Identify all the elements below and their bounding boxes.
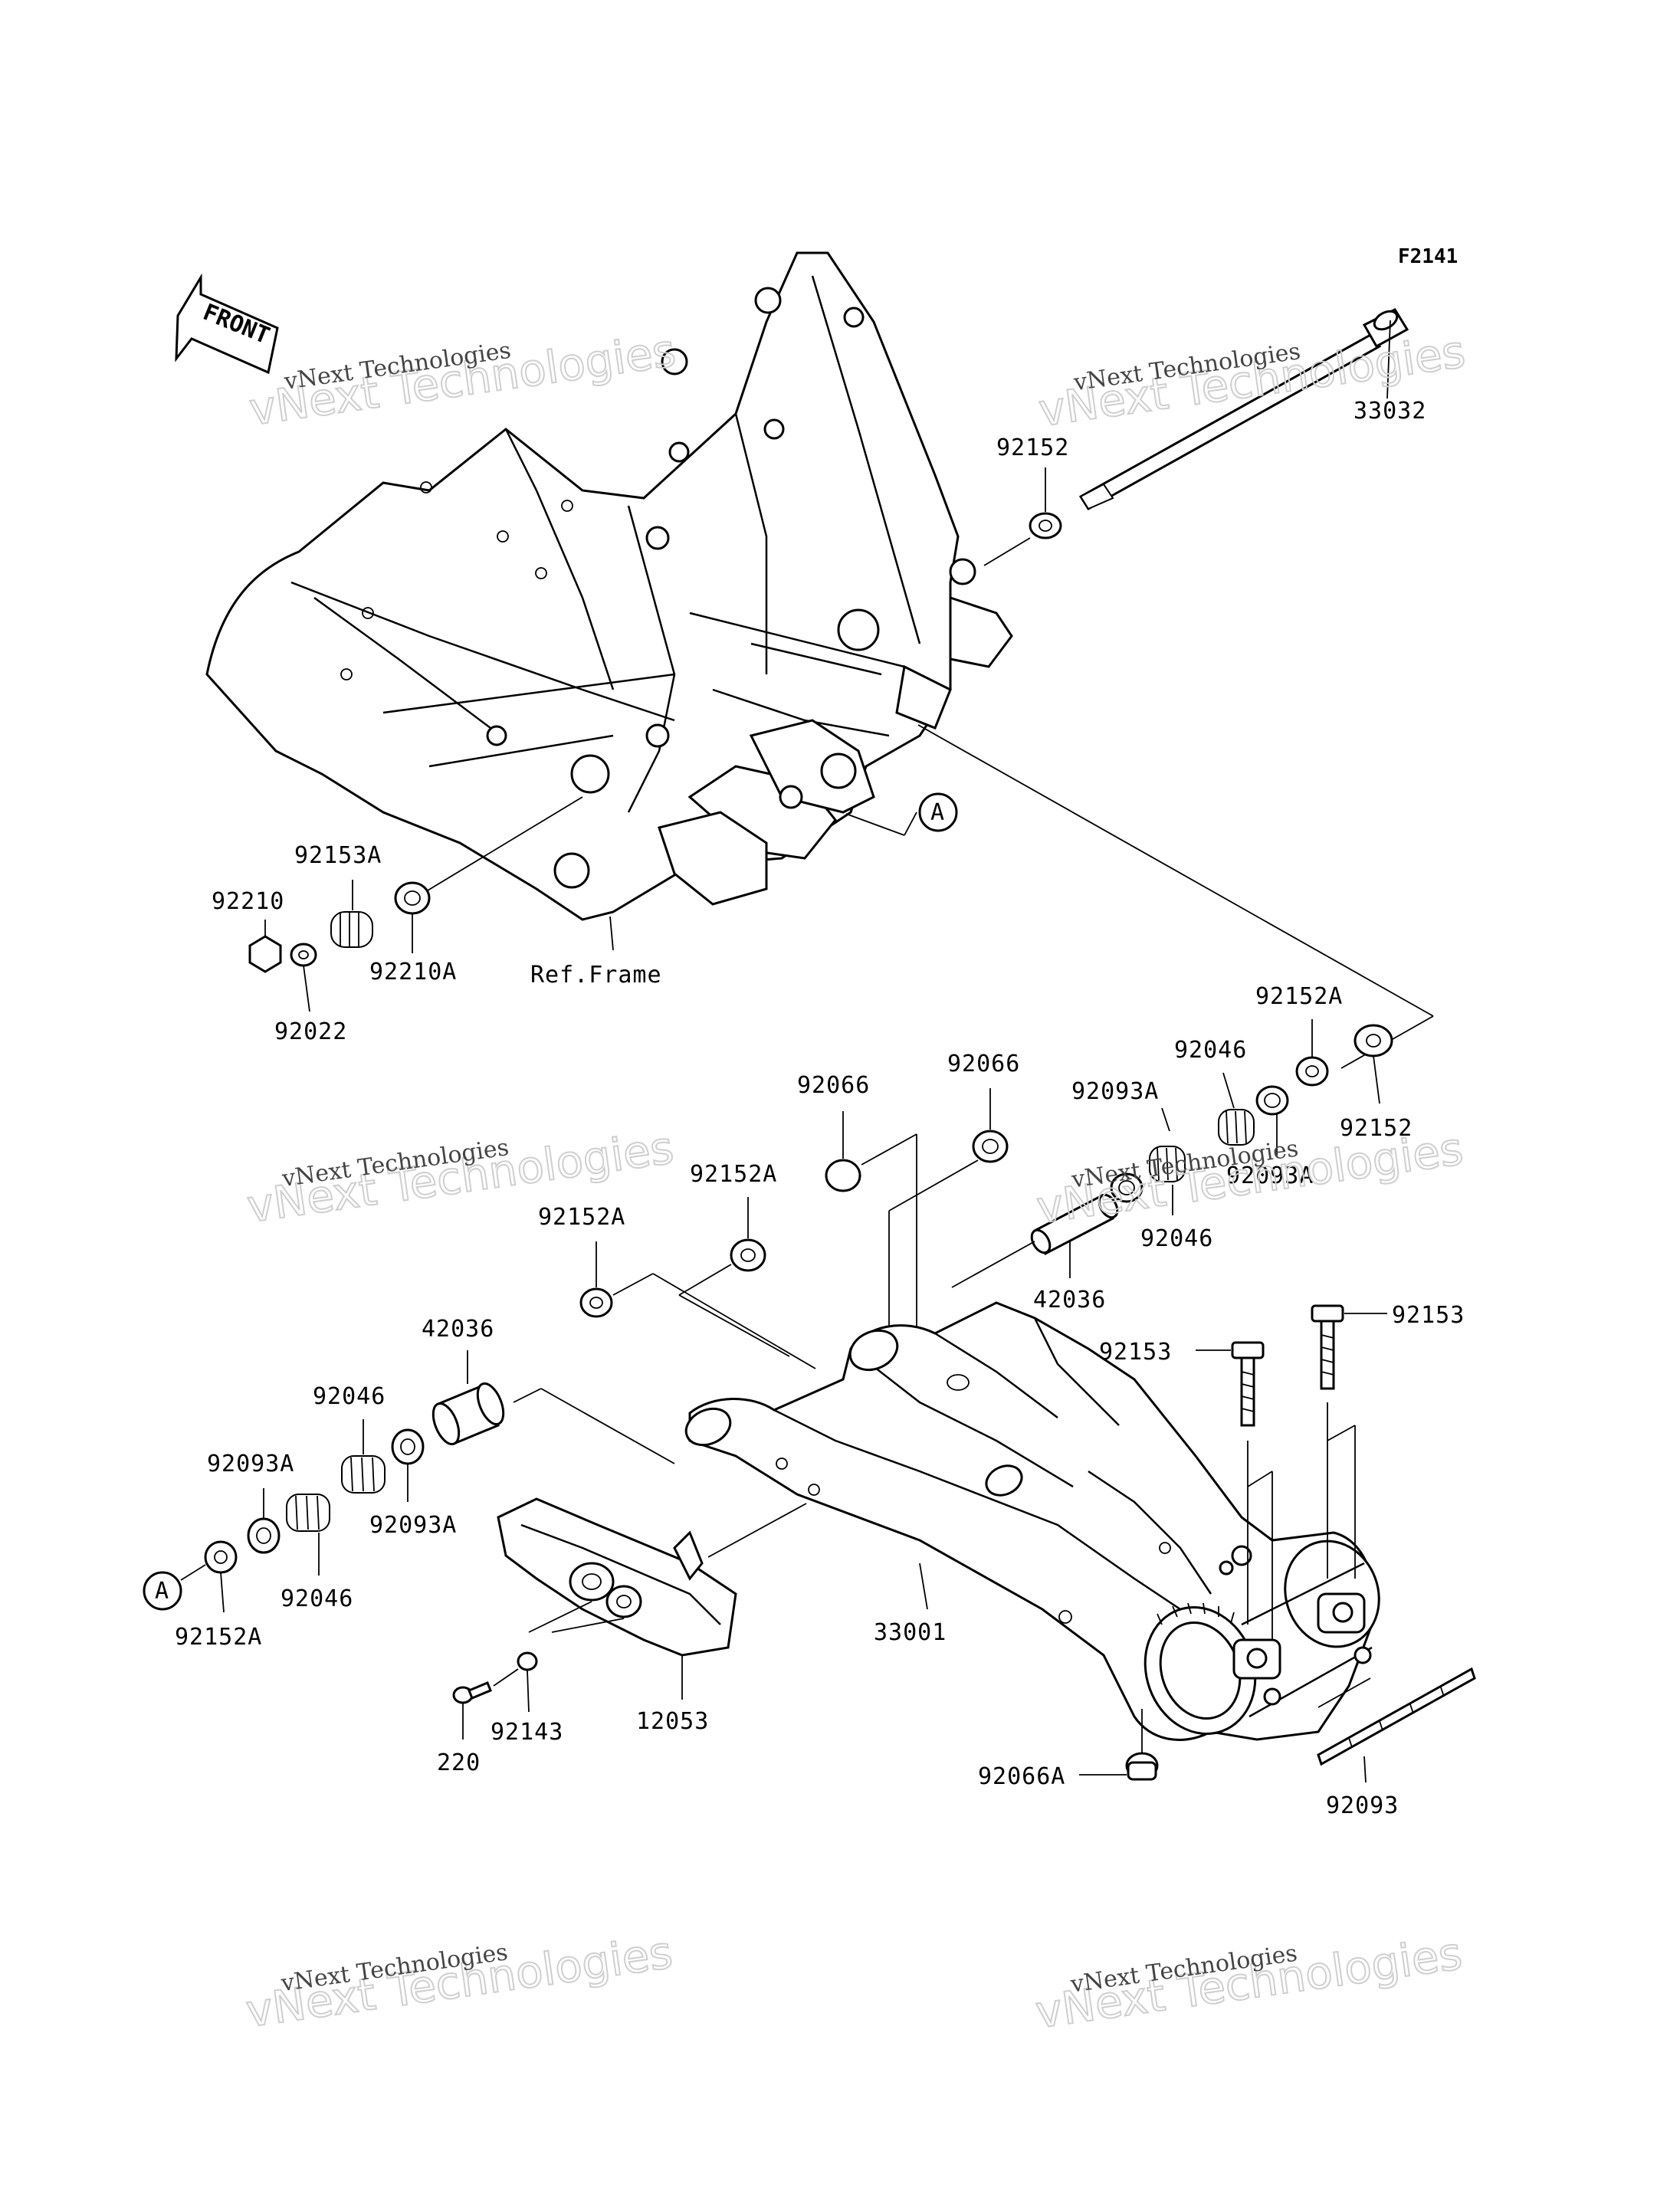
part-label-92152A-right: 92152A xyxy=(1255,983,1343,1010)
collar-92152A-center-2 xyxy=(579,1287,613,1318)
part-label-92152A-left: 92152A xyxy=(175,1624,262,1651)
part-label-92046-right-1: 92046 xyxy=(1174,1037,1247,1064)
slider-92093 xyxy=(1317,1667,1476,1766)
part-label-92046-right-2: 92046 xyxy=(1140,1225,1213,1252)
nut-92210A xyxy=(394,881,431,915)
part-label-92143: 92143 xyxy=(491,1719,563,1746)
seal-92093A-left-2 xyxy=(247,1517,281,1554)
seal-92093A-right-3 xyxy=(1110,1172,1144,1203)
ref-frame-label: Ref.Frame xyxy=(530,962,662,989)
ref-marker-a-lower xyxy=(143,1571,182,1611)
swingarm-33001 xyxy=(684,1301,1380,1741)
seal-92093A-left-1 xyxy=(391,1428,425,1465)
part-label-42036-left: 42036 xyxy=(422,1316,494,1343)
bushing-92153A xyxy=(330,911,373,948)
part-label-92210: 92210 xyxy=(212,888,284,915)
seal-92093A-right-1 xyxy=(1255,1085,1289,1116)
cap-92066A xyxy=(1125,1752,1159,1781)
watermark-6: vNext Technologies vNext Technologies xyxy=(1032,1926,1465,2039)
front-arrow-icon: FRONT xyxy=(175,273,279,375)
part-label-42036-right: 42036 xyxy=(1033,1287,1106,1313)
watermark-1: vNext Technologies vNext Technologies xyxy=(245,323,679,436)
ref-marker-a-upper xyxy=(918,792,958,832)
part-label-92046-left-2: 92046 xyxy=(281,1585,353,1612)
part-label-92093A-left-1: 92093A xyxy=(207,1451,294,1477)
cap-92066-b xyxy=(972,1130,1009,1163)
bolt-220 xyxy=(452,1681,492,1704)
part-label-92046-left-1: 92046 xyxy=(313,1383,386,1410)
spacer-42036-left xyxy=(431,1382,505,1445)
washer-92143 xyxy=(517,1651,538,1671)
chain-guard-12053 xyxy=(497,1497,737,1657)
part-label-92093A-right-2: 92093A xyxy=(1226,1162,1314,1189)
frame-drawing xyxy=(205,251,1013,921)
part-label-33032: 33032 xyxy=(1354,398,1426,425)
part-label-92093: 92093 xyxy=(1326,1792,1399,1819)
ref-marker-a-upper-label: A xyxy=(930,799,945,826)
bearing-92046-left-1 xyxy=(341,1455,386,1494)
washer-92022 xyxy=(290,943,317,967)
part-label-92093A-right-1: 92093A xyxy=(1071,1078,1159,1105)
bearing-92046-left-2 xyxy=(286,1494,330,1532)
part-label-92152A-center-2: 92152A xyxy=(538,1204,625,1231)
collar-92152A-center-1 xyxy=(730,1238,766,1272)
collar-92152-right xyxy=(1354,1024,1393,1058)
part-label-220: 220 xyxy=(437,1749,481,1776)
nut-92210 xyxy=(248,935,282,973)
bolt-92153-b xyxy=(1311,1304,1344,1390)
part-label-33001: 33001 xyxy=(874,1619,947,1646)
part-label-92210A: 92210A xyxy=(369,959,457,985)
part-label-92153-b: 92153 xyxy=(1392,1302,1465,1329)
bolt-92153-a xyxy=(1231,1341,1265,1427)
part-label-92022: 92022 xyxy=(274,1018,347,1045)
part-label-92152-right: 92152 xyxy=(1340,1115,1413,1142)
collar-92152A-left xyxy=(204,1540,238,1574)
part-label-92153-a: 92153 xyxy=(1099,1339,1172,1366)
collar-92152A-right xyxy=(1295,1056,1329,1087)
spacer-42036-right xyxy=(1030,1193,1119,1256)
part-label-92152A-center-1: 92152A xyxy=(690,1161,777,1188)
part-label-92153A: 92153A xyxy=(294,842,382,869)
part-label-92066-a: 92066 xyxy=(797,1072,870,1099)
figure-id: F2141 xyxy=(1398,245,1458,268)
cap-92066-a xyxy=(825,1159,861,1192)
part-label-12053: 12053 xyxy=(636,1708,709,1735)
part-label-92152-top: 92152 xyxy=(996,434,1069,461)
collar-92152-top xyxy=(1029,512,1062,539)
pivot-shaft-33032 xyxy=(1078,308,1409,511)
ref-marker-a-lower-label: A xyxy=(155,1578,169,1605)
bearing-92046-right-1 xyxy=(1218,1109,1255,1146)
watermark-5: vNext Technologies vNext Technologies xyxy=(242,1925,676,2038)
part-label-92066A: 92066A xyxy=(978,1763,1065,1790)
part-label-92093A-left-2: 92093A xyxy=(369,1512,457,1539)
part-label-92066-b: 92066 xyxy=(947,1051,1020,1077)
bearing-92046-right-2 xyxy=(1149,1146,1186,1182)
